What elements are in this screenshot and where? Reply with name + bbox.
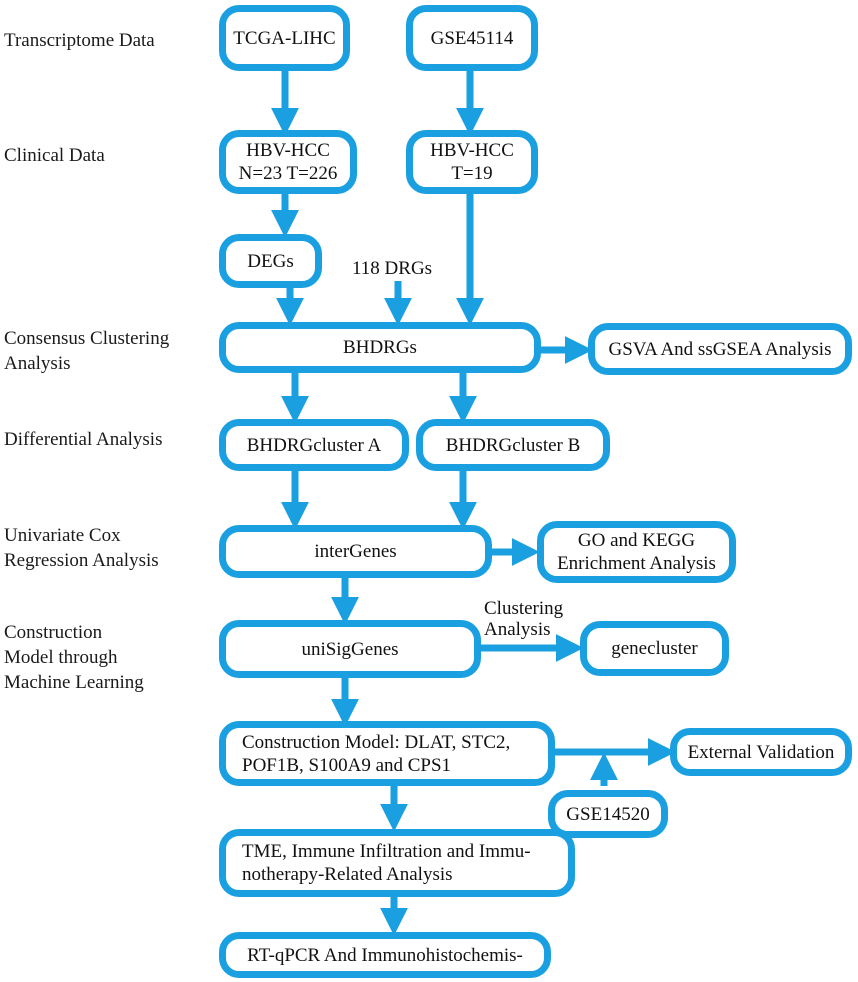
node-rtqpcr: RT-qPCR And Immunohistochemis- — [219, 932, 551, 978]
node-tcga-lihc: TCGA-LIHC — [219, 5, 350, 71]
node-external-validation: External Validation — [670, 728, 852, 776]
node-go-kegg: GO and KEGG Enrichment Analysis — [537, 521, 736, 583]
node-gse45114: GSE45114 — [406, 5, 538, 71]
node-tme-immune: TME, Immune Infiltration and Immu- nothe… — [219, 829, 575, 897]
label-118-drgs: 118 DRGs — [352, 258, 433, 279]
node-construction-model: Construction Model: DLAT, STC2, POF1B, S… — [219, 721, 555, 786]
node-gse14520: GSE14520 — [548, 790, 668, 838]
node-gsva-ssgsea: GSVA And ssGSEA Analysis — [588, 323, 852, 375]
stage-label-consensus: Consensus Clustering Analysis — [4, 328, 170, 374]
node-genecluster: genecluster — [580, 621, 729, 676]
node-hbv-hcc-gse: HBV-HCC T=19 — [406, 130, 538, 194]
node-unisiggenes: uniSigGenes — [219, 620, 481, 678]
stage-label-univariate: Univariate Cox Regression Analysis — [4, 525, 159, 571]
stage-label-differential: Differential Analysis — [4, 429, 163, 450]
stage-label-clinical: Clinical Data — [4, 145, 105, 166]
node-bhdrgs: BHDRGs — [219, 322, 541, 373]
node-bhdrgcluster-b: BHDRGcluster B — [416, 419, 610, 471]
node-intergenes: interGenes — [219, 525, 492, 578]
label-clustering-analysis: Clustering Analysis — [484, 598, 564, 640]
stage-label-transcriptome: Transcriptome Data — [4, 30, 155, 51]
node-hbv-hcc-tcga: HBV-HCC N=23 T=226 — [219, 130, 357, 194]
stage-label-construction: Construction Model through Machine Learn… — [4, 622, 144, 693]
node-bhdrgcluster-a: BHDRGcluster A — [219, 419, 409, 471]
node-degs: DEGs — [219, 234, 322, 288]
